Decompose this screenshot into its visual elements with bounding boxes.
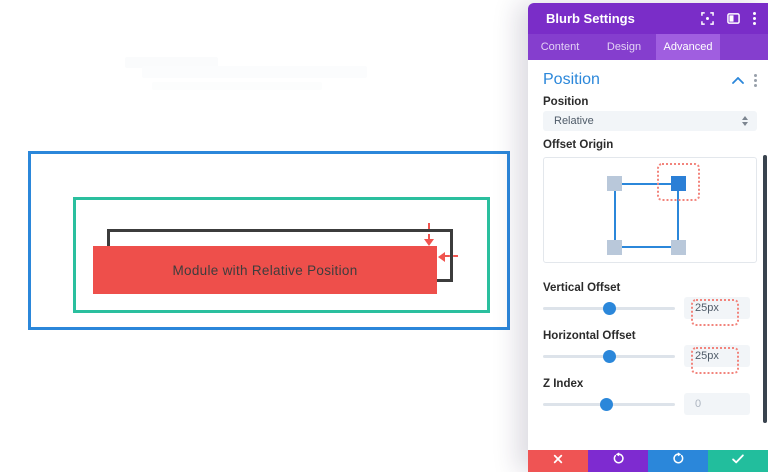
position-select[interactable]: Relative — [543, 111, 757, 131]
panel-body: Position Position Relative Offset Origin… — [543, 60, 757, 431]
z-index-slider-thumb[interactable] — [600, 398, 614, 411]
horizontal-offset-row: 25px — [543, 345, 757, 374]
section-outline-blue — [28, 151, 510, 330]
z-index-row: 0 — [543, 393, 757, 415]
redo-button[interactable] — [648, 450, 708, 472]
vertical-offset-slider[interactable] — [543, 302, 675, 315]
horizontal-offset-value: 25px — [695, 350, 719, 362]
panel-footer — [528, 450, 768, 472]
horizontal-offset-value-highlight — [691, 347, 739, 374]
vertical-offset-value: 25px — [695, 302, 719, 314]
origin-square — [614, 183, 679, 248]
tab-advanced[interactable]: Advanced — [656, 34, 720, 60]
vertical-offset-row: 25px — [543, 297, 757, 326]
tab-design[interactable]: Design — [606, 41, 642, 53]
position-section-title: Position — [543, 71, 600, 88]
blurb-module[interactable]: Module with Relative Position — [93, 246, 437, 294]
offset-origin-label: Offset Origin — [543, 139, 614, 151]
row-outline-teal — [73, 197, 490, 313]
blurb-settings-panel: Blurb Settings Content Design Advanced P… — [528, 3, 768, 472]
vertical-offset-arrow — [428, 223, 430, 240]
vertical-offset-label: Vertical Offset — [543, 282, 621, 294]
module-label: Module with Relative Position — [172, 262, 358, 278]
check-icon — [731, 452, 745, 470]
z-index-input[interactable]: 0 — [684, 393, 750, 415]
z-index-label: Z Index — [543, 378, 584, 390]
origin-handle-bottom-left[interactable] — [607, 240, 622, 255]
offset-origin-picker — [543, 157, 757, 263]
horizontal-offset-slider[interactable] — [543, 350, 675, 363]
vertical-offset-arrowhead-icon — [424, 239, 434, 246]
panel-header: Blurb Settings — [528, 3, 768, 34]
origin-handle-top-right[interactable] — [671, 176, 686, 191]
select-stepper-icon — [742, 116, 748, 126]
section-options-icon[interactable] — [754, 73, 757, 87]
z-index-slider[interactable] — [543, 398, 675, 411]
faded-page-content — [125, 57, 218, 68]
position-select-value: Relative — [554, 115, 594, 127]
more-options-icon[interactable] — [753, 12, 756, 25]
undo-button[interactable] — [588, 450, 648, 472]
vertical-offset-value-highlight — [691, 299, 739, 326]
origin-selected-highlight — [657, 163, 700, 201]
faded-page-content — [142, 66, 367, 78]
tab-content[interactable]: Content — [540, 41, 580, 53]
position-section-header: Position — [543, 70, 757, 90]
close-icon — [552, 452, 564, 470]
vertical-offset-input[interactable]: 25px — [684, 297, 750, 326]
undo-icon — [612, 452, 625, 470]
horizontal-offset-input[interactable]: 25px — [684, 345, 750, 374]
save-button[interactable] — [708, 450, 768, 472]
panel-scrollbar[interactable] — [763, 155, 767, 423]
z-index-value: 0 — [695, 398, 702, 410]
expand-icon[interactable] — [701, 12, 714, 25]
horizontal-offset-label: Horizontal Offset — [543, 330, 636, 342]
horizontal-offset-arrow — [445, 255, 458, 257]
origin-handle-bottom-right[interactable] — [671, 240, 686, 255]
origin-handle-top-left[interactable] — [607, 176, 622, 191]
horizontal-offset-arrowhead-icon — [438, 252, 445, 262]
settings-tabs: Content Design Advanced — [528, 34, 768, 60]
chevron-up-icon[interactable] — [732, 71, 744, 89]
redo-icon — [672, 452, 685, 470]
horizontal-offset-slider-thumb[interactable] — [603, 350, 616, 363]
split-view-icon[interactable] — [727, 12, 740, 25]
vertical-offset-slider-thumb[interactable] — [603, 302, 616, 315]
position-field-label: Position — [543, 96, 589, 108]
panel-title: Blurb Settings — [546, 11, 635, 26]
discard-button[interactable] — [528, 450, 588, 472]
faded-page-content — [152, 82, 322, 90]
